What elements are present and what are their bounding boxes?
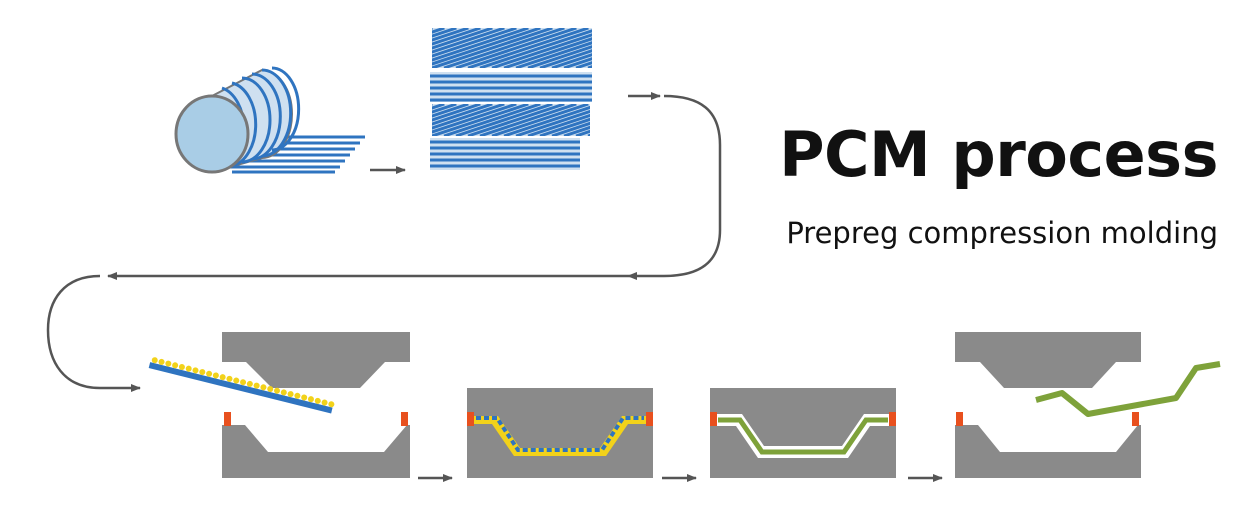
seal-right: [646, 412, 653, 426]
resin-dot: [301, 394, 308, 401]
resin-dot: [151, 357, 158, 364]
cured-part: [718, 417, 888, 455]
seal-left: [224, 412, 231, 426]
prepreg-roll-icon: [174, 66, 365, 174]
resin-dot: [274, 387, 281, 394]
resin-dot: [321, 399, 328, 406]
ply-layer: [430, 138, 580, 170]
ply-layer: [432, 104, 590, 136]
demolded-part: [1035, 361, 1221, 417]
resin-dot: [185, 365, 192, 372]
resin-dot: [328, 401, 335, 408]
closed-mold-cured-part: [710, 388, 896, 478]
resin-dot: [199, 369, 206, 376]
resin-dot: [192, 367, 199, 374]
resin-dot: [253, 382, 260, 389]
resin-dot: [307, 396, 314, 403]
press-mold-block: [467, 388, 653, 478]
resin-dot: [260, 384, 267, 391]
open-mold-with-charge: [148, 332, 410, 478]
ply-layer: [432, 28, 592, 68]
resin-dots: [151, 357, 335, 408]
roll-end-face: [174, 94, 250, 174]
resin-dot: [219, 374, 226, 381]
resin-dot: [178, 363, 185, 370]
closed-mold-compression: [467, 388, 653, 478]
upper-mold: [222, 332, 410, 388]
page-subtitle: Prepreg compression molding: [786, 216, 1218, 250]
ply-stack-icon: [430, 28, 592, 170]
page-title: PCM process: [779, 118, 1218, 191]
seal-left: [710, 412, 717, 426]
seal-left: [467, 412, 474, 426]
resin-dot: [233, 377, 240, 384]
lower-mold: [222, 425, 410, 478]
seal-right: [1132, 412, 1139, 426]
resin-dot: [206, 370, 213, 377]
resin-dot: [280, 389, 287, 396]
resin-dot: [294, 392, 301, 399]
ply-stack-group: [430, 28, 592, 170]
resin-dot: [240, 379, 247, 386]
resin-dot: [314, 397, 321, 404]
upper-mold: [955, 332, 1141, 388]
resin-dot: [165, 360, 172, 367]
resin-dot: [226, 375, 233, 382]
ply-layer: [430, 72, 592, 102]
fiber-hatch-band: [476, 416, 644, 452]
open-mold-demolded: [955, 332, 1221, 478]
lower-mold: [955, 425, 1141, 478]
prepreg-charge: [148, 357, 335, 414]
seal-left: [956, 412, 963, 426]
resin-dot: [287, 391, 294, 398]
seal-right: [401, 412, 408, 426]
resin-dot: [246, 380, 253, 387]
seal-right: [889, 412, 896, 426]
resin-dot: [158, 358, 165, 365]
cure-mold-block: [710, 388, 896, 478]
return-curve-left: [46, 274, 141, 392]
resin-dot: [267, 386, 274, 393]
return-curve-right: [627, 94, 722, 280]
resin-dot: [172, 362, 179, 369]
resin-dot: [212, 372, 219, 379]
